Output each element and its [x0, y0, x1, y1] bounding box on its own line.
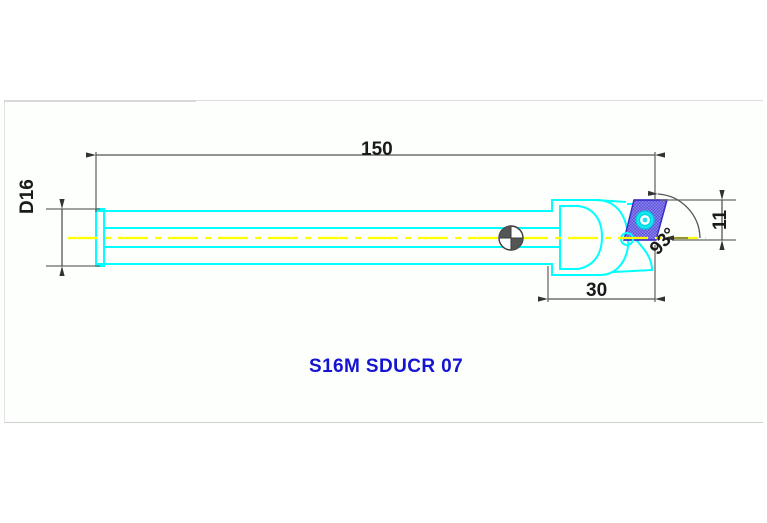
dimension-label-head-length: 30 — [586, 280, 608, 301]
section-symbol — [498, 225, 524, 251]
dimension-shank-diameter — [46, 199, 100, 276]
dimension-label-shank-diameter: D16 — [17, 179, 38, 214]
panel-top-edge-highlight — [4, 100, 196, 102]
part-number-label: S16M SDUCR 07 — [309, 356, 464, 377]
dimension-head-length — [538, 245, 665, 302]
boring-bar-geometry — [95, 198, 661, 277]
head-chamfer — [595, 199, 627, 203]
dimension-label-overall-length: 150 — [361, 139, 393, 160]
head-nose-lower — [612, 268, 654, 274]
dimension-overall-length — [86, 152, 665, 212]
head-upper-face — [595, 199, 627, 203]
carbide-insert — [620, 199, 668, 246]
insert-screw-inner — [642, 217, 648, 223]
head-inner-contour — [576, 204, 604, 271]
dimension-head-height — [660, 190, 736, 250]
insert-rhombus-outline — [623, 199, 668, 241]
dimension-lead-angle — [647, 190, 701, 241]
angle-arc — [647, 190, 701, 239]
dimension-label-head-height: 11 — [710, 209, 731, 230]
